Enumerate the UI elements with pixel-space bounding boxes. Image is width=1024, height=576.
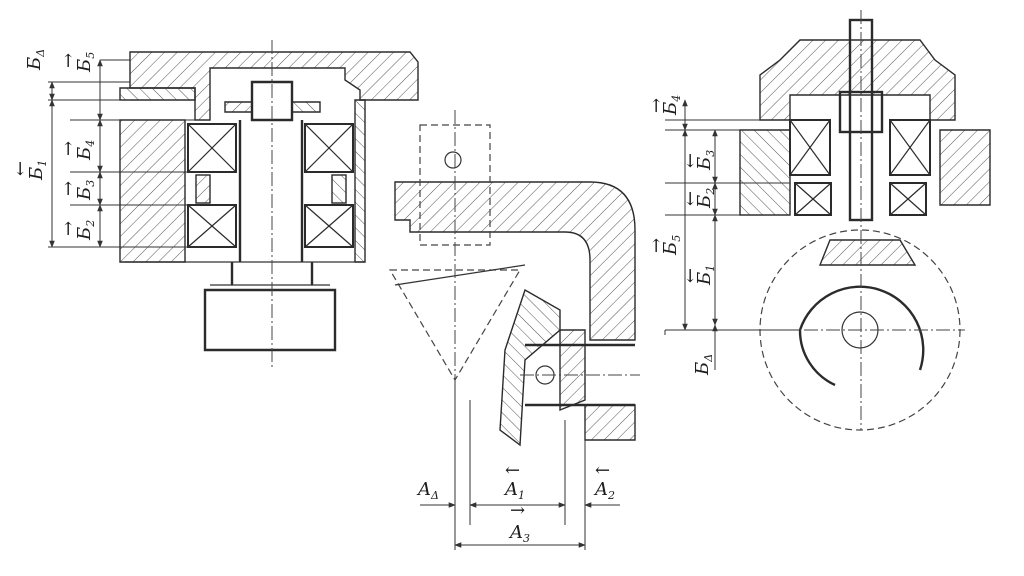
- label-center-a2: ← A2: [593, 460, 615, 502]
- svg-text:Б5: Б5: [74, 52, 97, 73]
- label-left-bd: БΔ: [24, 49, 47, 71]
- left-body-wall-right: [354, 99, 366, 263]
- svg-text:Б5: Б5: [660, 235, 683, 256]
- svg-text:→: →: [58, 141, 79, 156]
- svg-text:БΔ: БΔ: [692, 354, 715, 376]
- left-spacer-right: [331, 174, 347, 204]
- svg-text:←: ←: [680, 191, 701, 206]
- svg-text:Б3: Б3: [74, 180, 97, 201]
- svg-text:→: →: [58, 53, 79, 68]
- label-right-b1: Б1 ←: [680, 265, 717, 286]
- svg-text:→: →: [646, 98, 667, 113]
- label-left-b5: Б5 →: [58, 52, 97, 73]
- label-right-b3: Б3 ←: [680, 150, 717, 171]
- label-center-ad: AΔ: [416, 479, 439, 502]
- left-shaft: [230, 120, 314, 285]
- center-housing: [394, 181, 636, 341]
- label-center-a1: ← A1: [503, 460, 525, 502]
- right-pinion: [818, 239, 917, 266]
- svg-text:←: ←: [10, 161, 31, 176]
- svg-text:A1: A1: [503, 479, 525, 502]
- right-body-left: [739, 129, 791, 216]
- left-body-wall: [119, 119, 186, 263]
- label-left-b1: Б1 ←: [10, 160, 49, 181]
- left-cover-flange: [119, 87, 196, 101]
- label-right-b4: Б4 →: [646, 95, 683, 116]
- svg-text:Б1: Б1: [26, 160, 49, 181]
- svg-text:Б4: Б4: [660, 95, 683, 116]
- label-right-b5: Б5 →: [646, 235, 683, 256]
- svg-text:←: ←: [680, 153, 701, 168]
- left-hub: [203, 288, 337, 352]
- label-left-b4: Б4 →: [58, 140, 97, 161]
- left-cover: [129, 51, 419, 121]
- right-assembly-drawing: [664, 10, 991, 431]
- svg-text:→: →: [646, 238, 667, 253]
- svg-text:Б3: Б3: [694, 150, 717, 171]
- svg-text:←: ←: [595, 460, 610, 481]
- svg-text:←: ←: [680, 268, 701, 283]
- center-gear-drawing: [388, 110, 640, 550]
- center-bevel-gear: [499, 288, 561, 447]
- right-cover: [759, 39, 956, 121]
- svg-text:БΔ: БΔ: [24, 49, 47, 71]
- svg-text:→: →: [58, 181, 79, 196]
- right-gear-wheel: [798, 285, 925, 371]
- left-assembly-drawing: [48, 40, 419, 370]
- svg-text:→: →: [58, 221, 79, 236]
- svg-text:Б4: Б4: [74, 140, 97, 161]
- label-left-b3: Б3 →: [58, 180, 97, 201]
- label-left-b2: Б2 →: [58, 220, 97, 241]
- center-housing-lower: [584, 404, 636, 441]
- svg-text:Б2: Б2: [694, 188, 717, 209]
- center-shaft-hole: [444, 151, 462, 169]
- left-spacer-left: [195, 174, 211, 204]
- center-phantom-cone: [388, 269, 522, 382]
- svg-text:A2: A2: [593, 479, 615, 502]
- svg-text:←: ←: [505, 460, 520, 481]
- label-center-a3: → A3: [508, 500, 530, 545]
- svg-text:AΔ: AΔ: [416, 479, 439, 502]
- right-body-right: [939, 129, 991, 206]
- label-right-bd: БΔ: [692, 354, 715, 376]
- svg-text:Б1: Б1: [694, 265, 717, 286]
- svg-text:Б2: Б2: [74, 220, 97, 241]
- svg-text:A3: A3: [508, 522, 530, 545]
- label-right-b2: Б2 ←: [680, 188, 717, 209]
- svg-text:→: →: [510, 500, 525, 521]
